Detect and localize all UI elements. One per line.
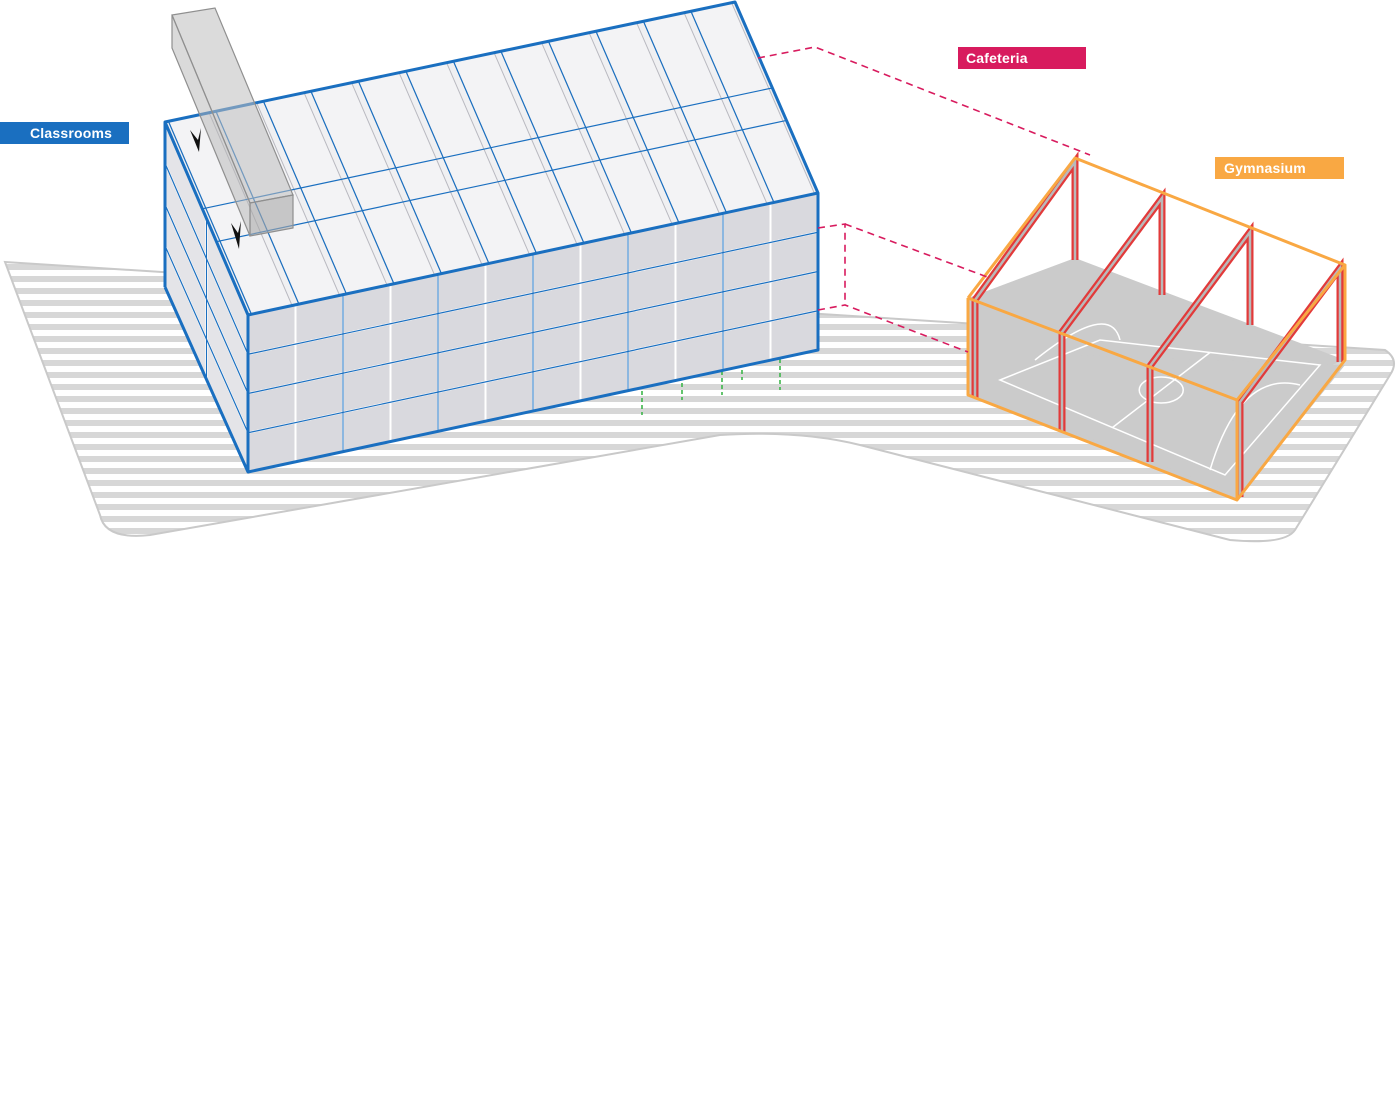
roof-panel-line (405, 71, 490, 264)
gym-portal-frame-inner (1060, 194, 1164, 432)
roof-panel-line (262, 101, 347, 295)
court-three-point-arc-right (1209, 382, 1301, 471)
roof-cross-line (216, 119, 787, 243)
entrance-arrows (190, 128, 241, 249)
court-center-circle (1138, 376, 1184, 404)
court-center-line (1112, 351, 1211, 429)
chevron-down-arrow-icon (190, 128, 201, 152)
chevron-down-arrow-icon (231, 221, 241, 249)
roof-cross-line (202, 87, 773, 210)
roof-panel-line (595, 31, 680, 224)
cafeteria-leader-mid (817, 223, 846, 305)
roof-panel-line (310, 91, 395, 285)
cafeteria-leader-low (844, 223, 991, 279)
building-outline (163, 0, 820, 474)
gymnasium-label: Gymnasium (1215, 157, 1344, 179)
court-three-point-arc-left (1034, 323, 1121, 361)
roof-panel-line (357, 81, 442, 274)
tower-back (171, 14, 251, 237)
cafeteria-leader-top (757, 46, 1091, 156)
cafeteria-connector (757, 46, 1091, 353)
roof-panel-line (690, 11, 775, 203)
classroom-building (163, 0, 820, 474)
facade-grid (247, 191, 819, 474)
roof-panel-line (500, 51, 585, 244)
side-grid (164, 121, 249, 473)
roof-panel-line (167, 121, 252, 315)
roof-panel-line (642, 21, 727, 213)
gym-portal-frame-inner (1148, 228, 1252, 462)
classrooms-label: Classrooms (0, 122, 129, 144)
roof-panel-line (452, 61, 537, 254)
roof-panel-line (547, 41, 632, 234)
facade-floor-line (247, 310, 819, 434)
gym-outline (966, 156, 1347, 502)
gym-portal-frame-inner (973, 158, 1077, 398)
gym-frames (971, 151, 1344, 497)
gymnasium (966, 151, 1347, 502)
circulation-tower (171, 7, 294, 237)
facade-floor-line (247, 231, 819, 355)
cafeteria-label: Cafeteria (958, 47, 1086, 69)
cafeteria-leader-bottom (817, 304, 969, 353)
facade-floor-line (247, 270, 819, 395)
roof-panels (167, 2, 816, 315)
